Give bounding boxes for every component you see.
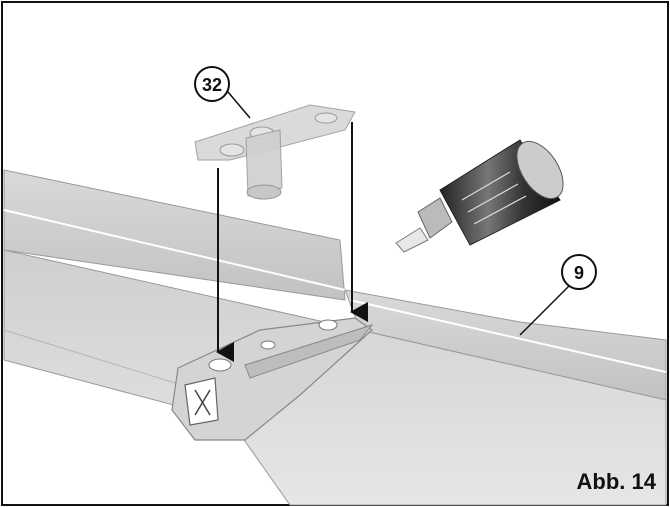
mount-recess xyxy=(244,324,374,379)
bottle-cap xyxy=(417,197,453,239)
part-32-boss-bottom xyxy=(246,184,282,200)
callout-9-leader xyxy=(519,284,571,336)
callout-32-circle xyxy=(194,66,230,102)
part-32-boss xyxy=(245,129,283,197)
wing-edge-highlight xyxy=(3,209,346,291)
callout-9-text: 9 xyxy=(574,263,584,283)
callout-32-leader xyxy=(227,91,251,119)
mount-slot-detail xyxy=(194,389,211,416)
callout-32-text: 32 xyxy=(202,75,222,95)
glue-bottle xyxy=(395,139,564,253)
mount-hole-right xyxy=(318,319,338,331)
mount-hole-center xyxy=(260,340,276,350)
bottle-end xyxy=(516,140,564,200)
callout-9: 9 xyxy=(519,254,597,336)
part-32-hole-right xyxy=(314,112,338,124)
bottle-nozzle xyxy=(395,227,429,253)
figure-label: Abb. 14 xyxy=(576,469,656,494)
callout-32: 32 xyxy=(194,66,251,119)
part-32-hole-left xyxy=(219,143,245,157)
wing-front-surface xyxy=(3,249,667,506)
bottle-label-lines xyxy=(461,171,527,225)
wing-joint-line xyxy=(349,299,667,373)
callout-9-circle xyxy=(561,254,597,290)
wing-back-surface xyxy=(3,169,346,301)
mount-hole-left xyxy=(208,358,232,372)
